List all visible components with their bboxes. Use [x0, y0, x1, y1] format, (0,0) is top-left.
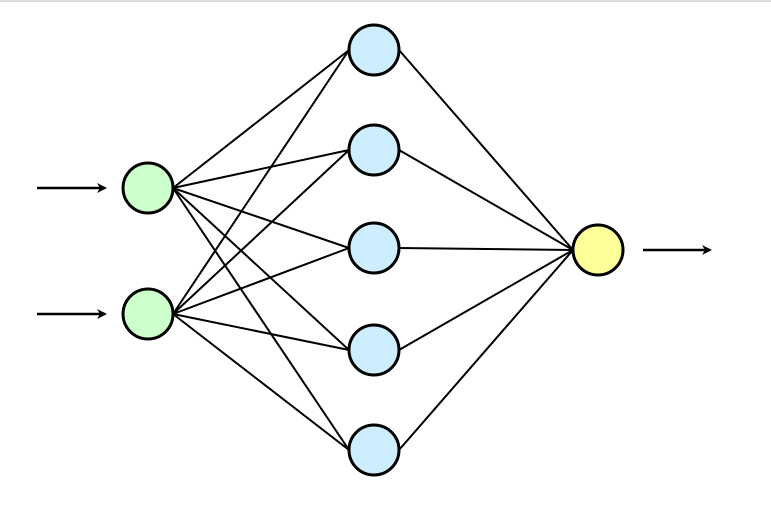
hidden-node-4 — [347, 323, 401, 377]
input-node-2 — [121, 287, 175, 341]
edge-input2-hidden2 — [172, 149, 350, 315]
top-border — [0, 0, 771, 2]
edge-input1-hidden3 — [172, 187, 350, 249]
hidden-node-2 — [347, 123, 401, 177]
edge-hidden4-output1 — [398, 249, 574, 351]
edge-hidden1-output1 — [398, 49, 574, 251]
edge-input1-hidden1 — [172, 49, 350, 189]
hidden-node-3 — [347, 221, 401, 275]
output-node-1 — [571, 223, 625, 277]
hidden-node-1 — [347, 23, 401, 77]
edge-input2-hidden5 — [172, 313, 350, 451]
edge-hidden5-output1 — [398, 249, 574, 451]
hidden-node-5 — [347, 423, 401, 477]
edge-input1-hidden2 — [172, 149, 350, 189]
edge-hidden2-output1 — [398, 149, 574, 251]
edge-input2-hidden4 — [172, 313, 350, 351]
edge-input1-hidden4 — [172, 187, 350, 351]
edge-input2-hidden3 — [172, 247, 350, 315]
input-node-1 — [121, 161, 175, 215]
edge-hidden3-output1 — [398, 247, 574, 251]
edge-input2-hidden1 — [172, 49, 350, 315]
edge-input1-hidden5 — [172, 187, 350, 451]
